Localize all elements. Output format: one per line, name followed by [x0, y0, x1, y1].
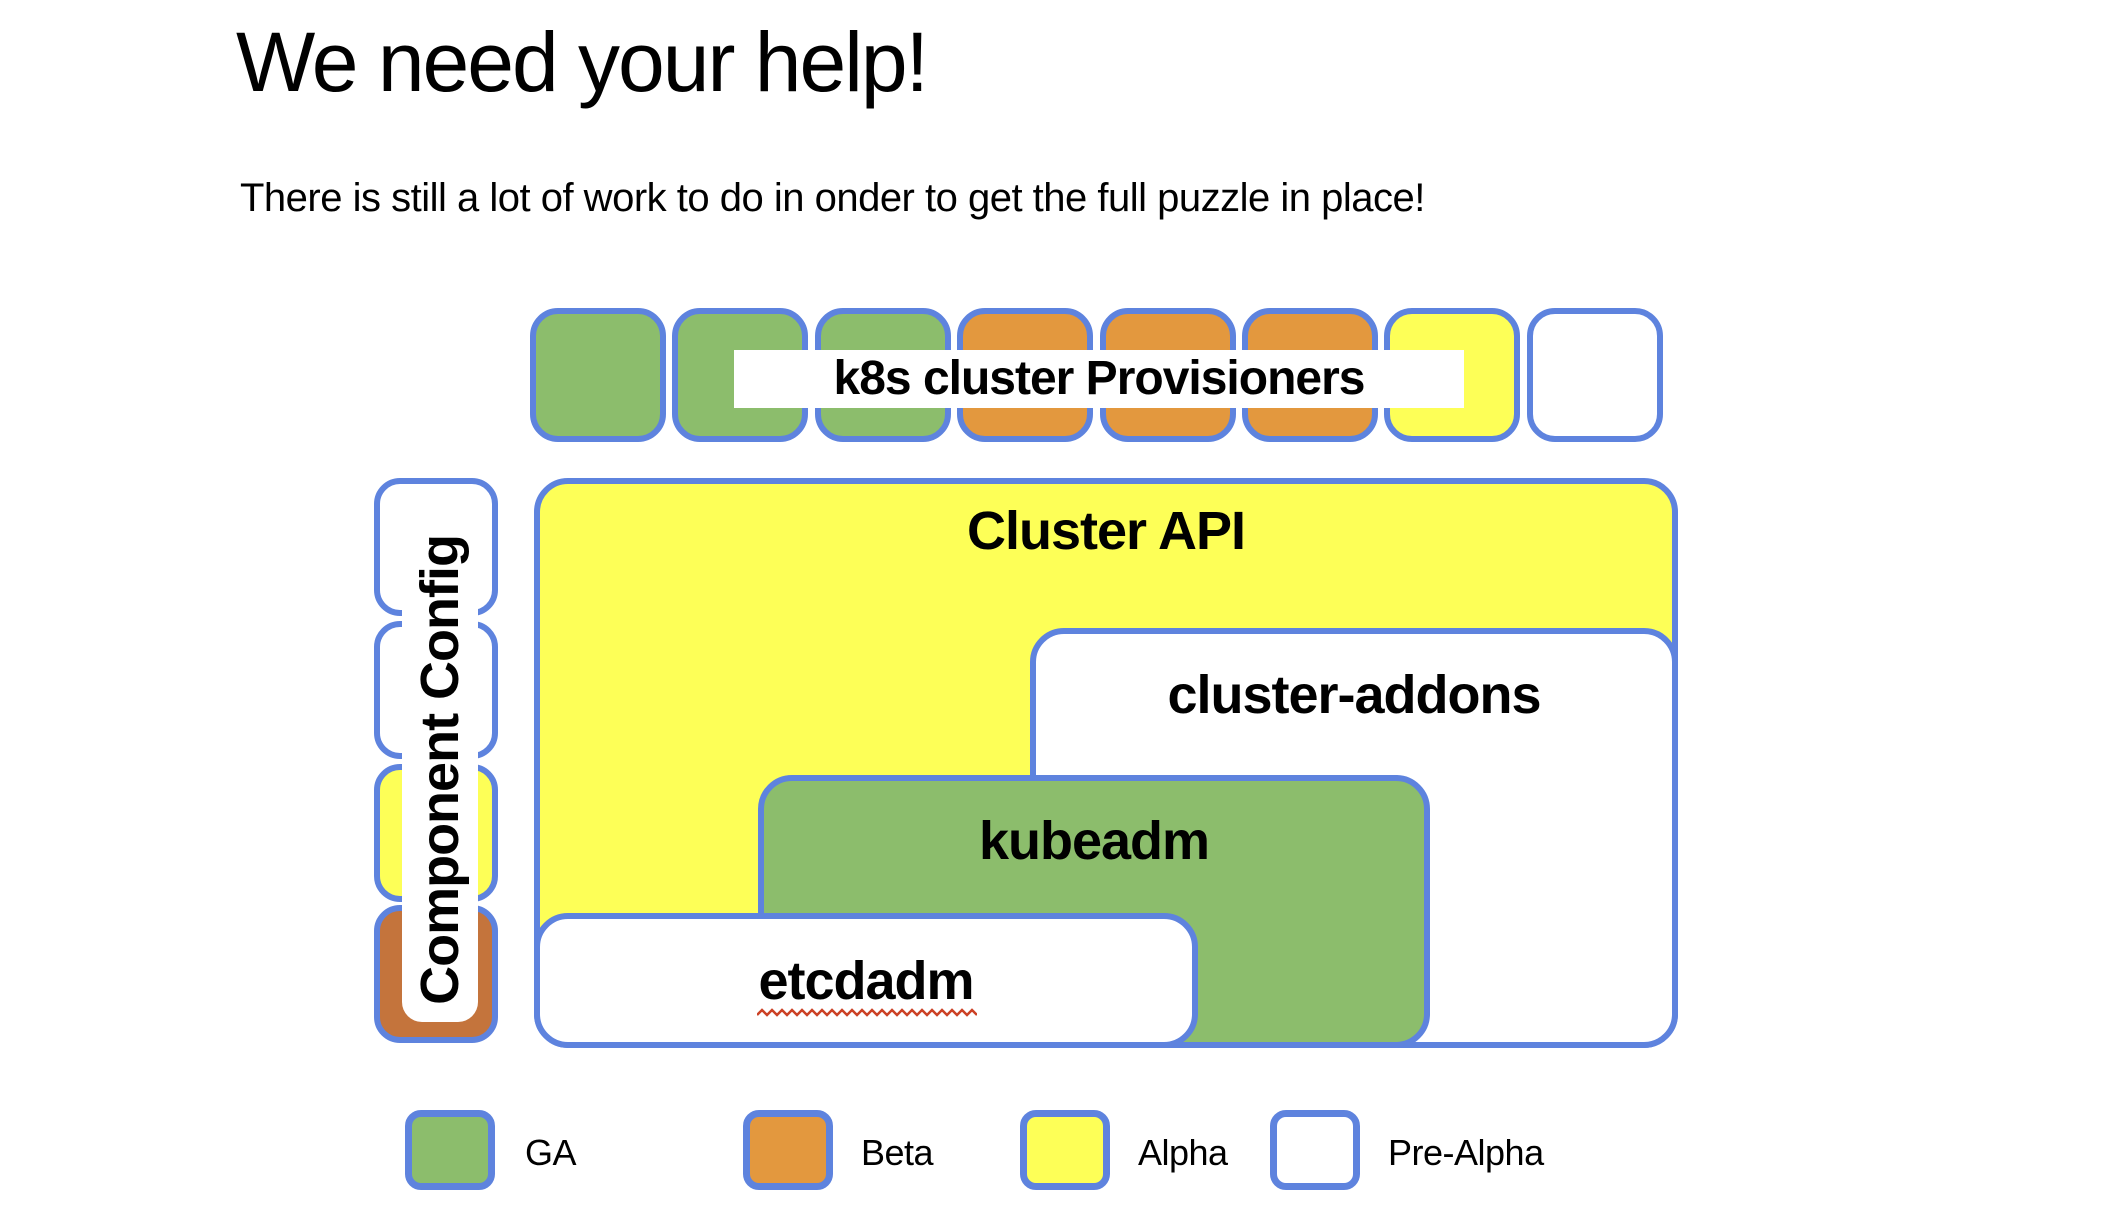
kubeadm-label: kubeadm	[978, 811, 1210, 871]
legend-label-alpha: Alpha	[1138, 1132, 1228, 1173]
etcdadm-label: etcdadm	[758, 951, 974, 1011]
legend-swatch-ga	[405, 1110, 495, 1190]
legend-swatch-alpha	[1020, 1110, 1110, 1190]
component-config-label-text: Component Config	[410, 535, 470, 1005]
legend-label-beta: Beta	[861, 1132, 934, 1173]
spellcheck-squiggle-path	[757, 1008, 977, 1017]
spellcheck-squiggle	[757, 1008, 977, 1017]
k8s-cluster-provisioners-label: k8s cluster Provisioners	[734, 350, 1464, 408]
legend-label-ga: GA	[525, 1132, 577, 1173]
component-config-label: Component Config	[402, 518, 478, 1022]
cluster-api-label: Cluster API	[966, 501, 1246, 561]
cluster-addons-label: cluster-addons	[1167, 665, 1541, 725]
legend-swatch-pre-alpha	[1270, 1110, 1360, 1190]
legend-swatch-beta	[743, 1110, 833, 1190]
page-title: We need your help!	[236, 15, 929, 109]
etcdadm-box	[534, 913, 1198, 1048]
provisioner-square-8	[1527, 308, 1663, 442]
provisioner-square-1	[530, 308, 666, 442]
legend-label-pre-alpha: Pre-Alpha	[1388, 1132, 1544, 1173]
page-subtitle: There is still a lot of work to do in on…	[240, 176, 1425, 220]
